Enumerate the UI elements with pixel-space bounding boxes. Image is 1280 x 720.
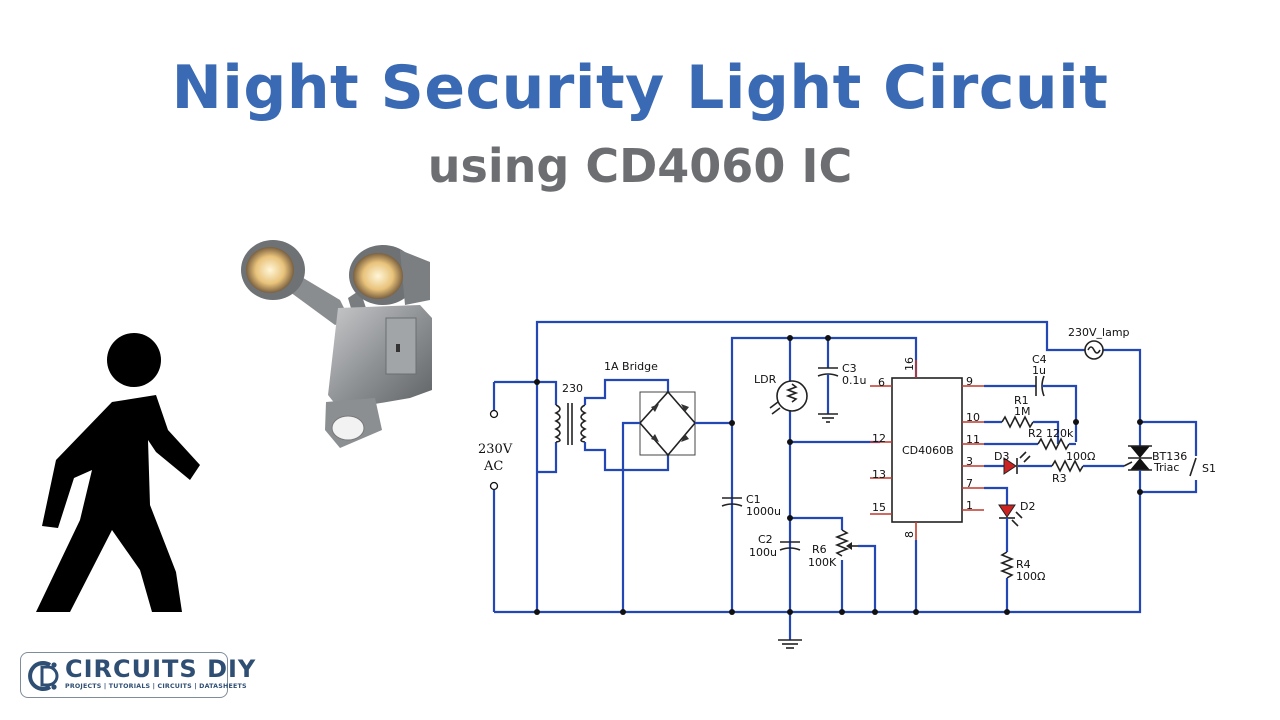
- led-d3: D3: [984, 450, 1031, 475]
- pin-3: 3: [966, 455, 973, 468]
- ldr-sensor: LDR: [754, 373, 808, 415]
- ic-cd4060b: CD4060B 6 12 13 15 16 8 9 10 11 3 7 1: [870, 357, 984, 540]
- lamp-label: 230V_lamp: [1068, 326, 1130, 339]
- resistor-r1: R1 1M: [984, 394, 1060, 444]
- r4-value: 100Ω: [1016, 570, 1045, 583]
- resistor-r3: 100Ω R3: [1018, 450, 1124, 485]
- supply-bus-wire: [730, 336, 918, 612]
- c4-ref: C4: [1032, 353, 1047, 366]
- ldr-label: LDR: [754, 373, 777, 386]
- resistor-r2: R2 120k: [984, 427, 1076, 451]
- ic-label: CD4060B: [902, 444, 954, 457]
- lamp: 230V_lamp: [1068, 326, 1130, 360]
- pin-7: 7: [966, 477, 973, 490]
- s1-label: S1: [1202, 462, 1216, 475]
- d2-label: D2: [1020, 500, 1035, 513]
- r4-ref: R4: [1016, 558, 1031, 571]
- c2-value: 100u: [749, 546, 777, 559]
- c3-value: 0.1u: [842, 374, 866, 387]
- d3-label: D3: [994, 450, 1009, 463]
- top-rail-wire: [535, 320, 1142, 612]
- logo-name: CIRCUITS DIY: [65, 655, 257, 683]
- pin-11: 11: [966, 433, 980, 446]
- ground-symbol: [778, 639, 802, 649]
- bridge-rectifier: 1A Bridge: [604, 360, 732, 612]
- pin-6: 6: [878, 376, 885, 389]
- r2-value: 120k: [1046, 427, 1074, 440]
- brand-logo: CIRCUITS DIY PROJECTS | TUTORIALS | CIRC…: [20, 652, 255, 698]
- r3-value: 100Ω: [1066, 450, 1095, 463]
- pin-12: 12: [872, 432, 886, 445]
- pin-9: 9: [966, 375, 973, 388]
- bottom-rail-wire: [494, 492, 1142, 614]
- c2-ref: C2: [758, 533, 773, 546]
- pin-1: 1: [966, 499, 973, 512]
- logo-tagline: PROJECTS | TUTORIALS | CIRCUITS | DATASH…: [65, 683, 247, 690]
- pin-8: 8: [903, 531, 916, 538]
- r6-ref: R6: [812, 543, 827, 556]
- junction-dots: [534, 335, 1143, 615]
- capacitor-c1: C1 1000u: [721, 493, 781, 518]
- potentiometer-r6: R6 100K: [790, 516, 877, 612]
- c1-value: 1000u: [746, 505, 781, 518]
- pin-16: 16: [903, 357, 916, 371]
- source-label: 230V: [478, 442, 513, 457]
- c3-ref: C3: [842, 362, 857, 375]
- transformer: 230: [537, 378, 670, 474]
- triac-value: Triac: [1153, 461, 1179, 474]
- triac-bt136: BT136 Triac: [1123, 422, 1187, 492]
- pin-10: 10: [966, 411, 980, 424]
- c1-ref: C1: [746, 493, 761, 506]
- circuits-diy-logo-icon: [28, 661, 59, 691]
- switch-s1: S1: [1140, 420, 1216, 494]
- c4-value: 1u: [1032, 364, 1046, 377]
- transformer-label: 230: [562, 382, 583, 395]
- capacitor-c3: C3 0.1u: [817, 338, 866, 423]
- page-subtitle: using CD4060 IC: [427, 139, 853, 193]
- bridge-label: 1A Bridge: [604, 360, 658, 373]
- r1-ref: R1: [1014, 394, 1029, 407]
- page-title: Night Security Light Circuit: [171, 53, 1109, 123]
- r2-ref: R2: [1028, 427, 1043, 440]
- ac-source: 230V AC: [478, 380, 537, 612]
- resistor-r4: R4 100Ω: [999, 518, 1045, 612]
- capacitor-c2: C2 100u: [749, 533, 801, 559]
- triac-ref: BT136: [1152, 450, 1187, 463]
- led-d2: D2: [984, 486, 1035, 527]
- source-label-ac: AC: [483, 459, 503, 474]
- r3-ref: R3: [1052, 472, 1067, 485]
- r6-value: 100K: [808, 556, 837, 569]
- r1-value: 1M: [1014, 405, 1031, 418]
- pin-13: 13: [872, 468, 886, 481]
- pin-15: 15: [872, 501, 886, 514]
